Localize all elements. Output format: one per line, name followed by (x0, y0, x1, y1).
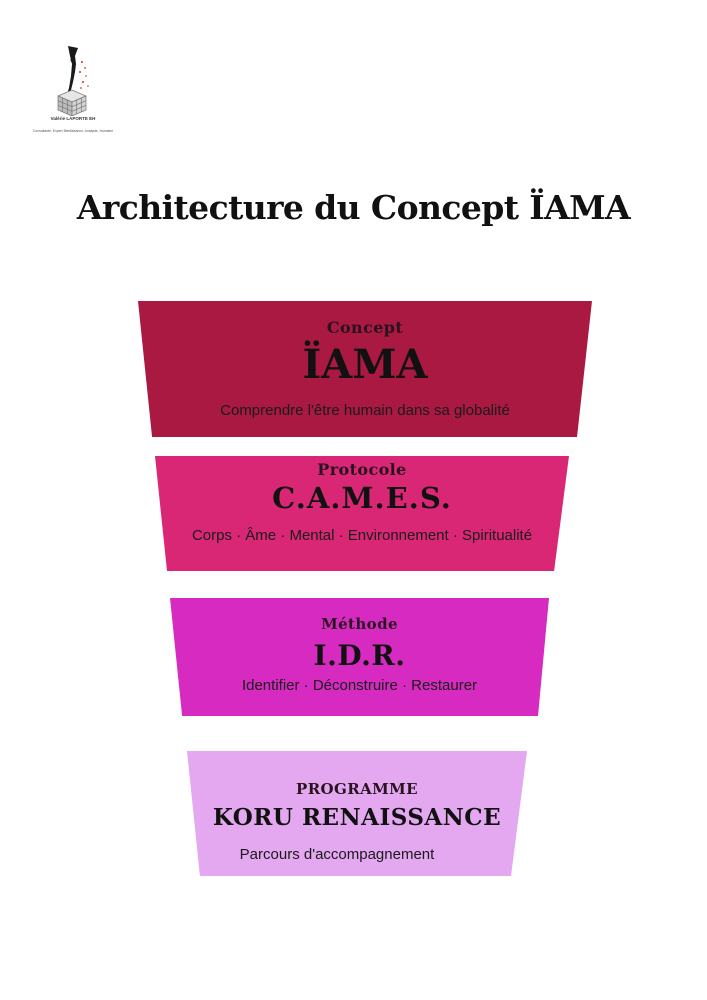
tier-programme: PROGRAMME KORU RENAISSANCE Parcours d'ac… (187, 751, 527, 876)
tier-description: Parcours d'accompagnement (239, 846, 435, 863)
tier-kicker: Concept (326, 318, 404, 337)
tier-protocole: Protocole C.A.M.E.S. Corps · Âme · Menta… (155, 456, 569, 571)
tier-description: Comprendre l'être humain dans sa globali… (220, 402, 510, 419)
logo-tagline: Consultante, Expert Bienfaisance, Analys… (32, 129, 114, 133)
tier-description: Corps · Âme · Mental · Environnement · S… (191, 527, 533, 544)
logo-name: Valérie LAPORTE EH (50, 116, 96, 121)
tier-description: Identifier · Déconstruire · Restaurer (241, 677, 478, 694)
tier-name: ÏAMA (302, 341, 428, 388)
tier-concept: Concept ÏAMA Comprendre l'être humain da… (138, 301, 592, 437)
dancer-on-cube-icon (57, 46, 89, 116)
tier-name: KORU RENAISSANCE (212, 804, 502, 831)
tier-name: C.A.M.E.S. (272, 481, 452, 515)
logo: Valérie LAPORTE EH Consultante, Expert B… (30, 42, 113, 138)
page-title: Architecture du Concept ÏAMA (76, 188, 631, 227)
tier-kicker: Protocole (317, 460, 407, 479)
tier-name: I.D.R. (313, 639, 406, 672)
tier-kicker: PROGRAMME (296, 780, 418, 798)
tier-methode: Méthode I.D.R. Identifier · Déconstruire… (170, 598, 549, 716)
tier-kicker: Méthode (321, 615, 398, 633)
